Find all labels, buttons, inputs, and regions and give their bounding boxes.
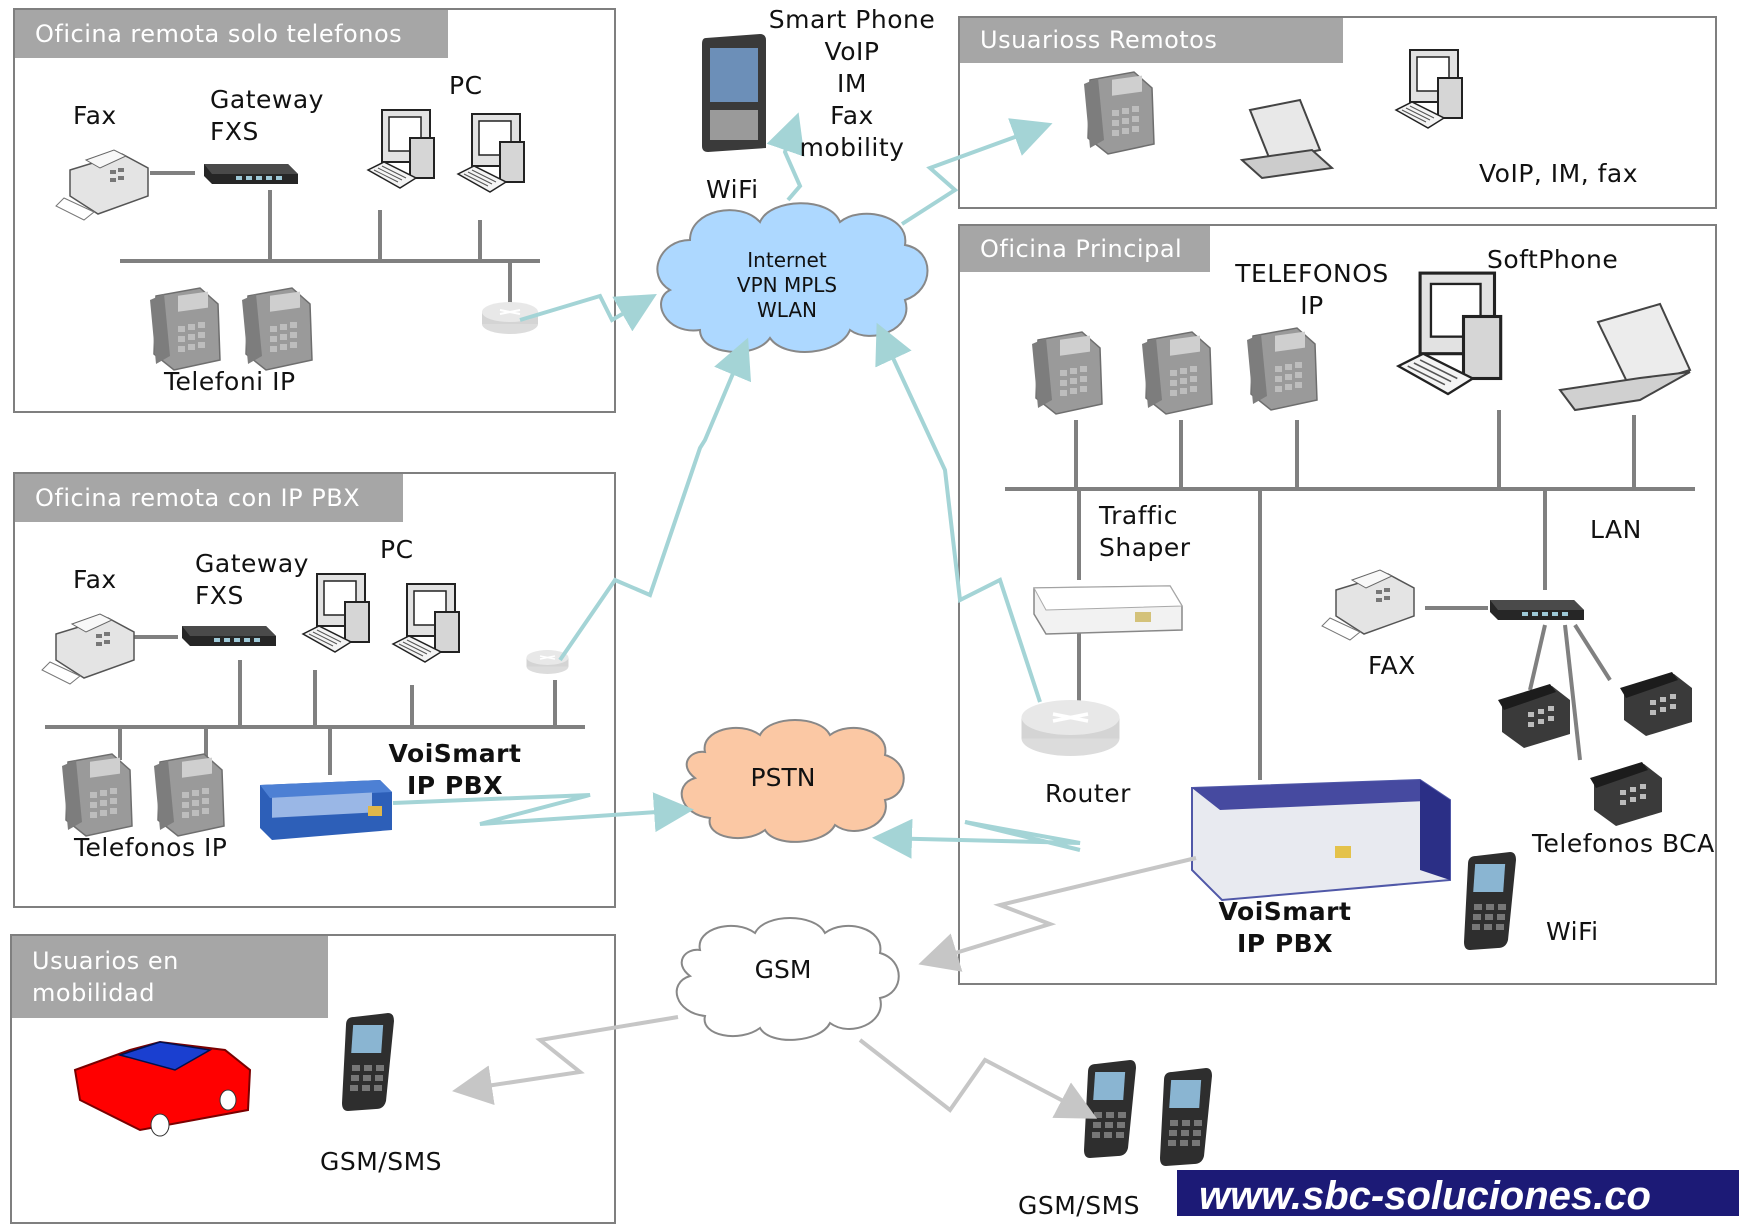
traffic-shaper-icon [1033, 585, 1183, 635]
pc-icon [367, 109, 435, 189]
header-mobility: Usuarios en mobilidad [12, 936, 328, 1018]
gsm-cloud-label: GSM [754, 955, 812, 984]
box-main-office [958, 224, 1717, 985]
label-pc-2: PC [380, 535, 414, 564]
label-gsm-sms-bottom: GSM/SMS [1018, 1191, 1141, 1220]
gateway-icon [182, 626, 276, 646]
car-icon [73, 1040, 252, 1137]
laptop-icon [1239, 98, 1335, 180]
header-remote-pbx: Oficina remota con IP PBX [15, 474, 403, 522]
label-traffic-shaper: Traffic Shaper [1099, 501, 1191, 562]
fax-icon [55, 149, 149, 221]
pc-icon [392, 583, 460, 663]
header-remote-users: Usuarioss Remotos [960, 18, 1343, 63]
ip-pbx-appliance-icon [260, 780, 392, 840]
fax-icon [1321, 569, 1415, 641]
ip-phone-icon [1141, 331, 1213, 415]
lan-remote-pbx [45, 635, 585, 775]
gateway-icon [1490, 600, 1584, 620]
website-banner[interactable]: www.sbc-soluciones.co [1177, 1170, 1739, 1216]
mobile-phone-icon [342, 1013, 394, 1111]
ip-phone-icon [149, 287, 221, 371]
ip-phone-icon [61, 753, 133, 837]
links-grey [452, 856, 1197, 1119]
label-lan: LAN [1590, 515, 1642, 544]
gsm-cloud [675, 917, 900, 1041]
smartphone-icon [702, 34, 766, 152]
label-telefoni-ip: Telefoni IP [164, 367, 296, 396]
mobile-phone-icon [1464, 852, 1516, 950]
mobile-phone-icon [1160, 1068, 1212, 1166]
label-gsm-sms-left: GSM/SMS [320, 1147, 443, 1176]
label-softphone: SoftPhone [1487, 245, 1619, 274]
label-voismart-main: VoiSmart IP PBX [1218, 897, 1352, 958]
label-wifi-top: WiFi [706, 175, 759, 204]
router-icon [1019, 698, 1122, 758]
label-wifi-main: WiFi [1546, 917, 1599, 946]
label-telefonos-ip-main: TELEFONOS IP [1235, 259, 1389, 320]
bca-phone-icon [1498, 684, 1570, 748]
bca-phone-icon [1620, 672, 1692, 736]
header-main-office: Oficina Principal [960, 226, 1210, 272]
pc-icon [457, 113, 525, 193]
box-remote-pbx [13, 472, 616, 908]
label-pc-1: PC [449, 71, 483, 100]
label-fax-2: Fax [73, 565, 117, 594]
bca-phone-icon [1590, 762, 1662, 826]
softphone-pc-icon [1396, 271, 1503, 396]
ip-phone-icon [241, 287, 313, 371]
label-voismart-remote: VoiSmart IP PBX [388, 739, 522, 800]
links-teal [392, 112, 1081, 859]
label-voip-im-fax: VoIP, IM, fax [1479, 159, 1639, 188]
label-router: Router [1045, 779, 1131, 808]
lan-remote-phones [120, 171, 540, 305]
label-fax-1: Fax [73, 101, 117, 130]
ip-phone-icon [1031, 331, 1103, 415]
ip-phone-icon [153, 753, 225, 837]
lan-main-office [1005, 410, 1695, 780]
label-gateway-2: Gateway FXS [195, 549, 309, 610]
ip-phone-icon [1246, 327, 1318, 411]
label-fax-main: FAX [1368, 651, 1416, 680]
pc-icon [302, 573, 370, 653]
laptop-icon [1558, 302, 1692, 412]
ip-phone-icon [1083, 71, 1155, 155]
header-remote-phones: Oficina remota solo telefonos [15, 10, 448, 58]
mobile-phone-icon [1084, 1060, 1136, 1158]
box-remote-users [958, 16, 1717, 209]
pc-icon [1395, 49, 1463, 129]
label-smartphone: Smart Phone VoIP IM Fax mobility [768, 5, 936, 162]
internet-cloud-label: Internet VPN MPLS WLAN [736, 248, 838, 322]
pstn-cloud-label: PSTN [750, 763, 816, 792]
label-gateway-1: Gateway FXS [210, 85, 324, 146]
label-telefonos-bca: Telefonos BCA [1532, 829, 1715, 858]
box-remote-phones [13, 8, 616, 413]
fax-icon [41, 613, 135, 685]
label-telefonos-ip-remote: Telefonos IP [74, 833, 228, 862]
ip-pbx-appliance-icon [1191, 778, 1451, 902]
gateway-icon [204, 164, 298, 184]
